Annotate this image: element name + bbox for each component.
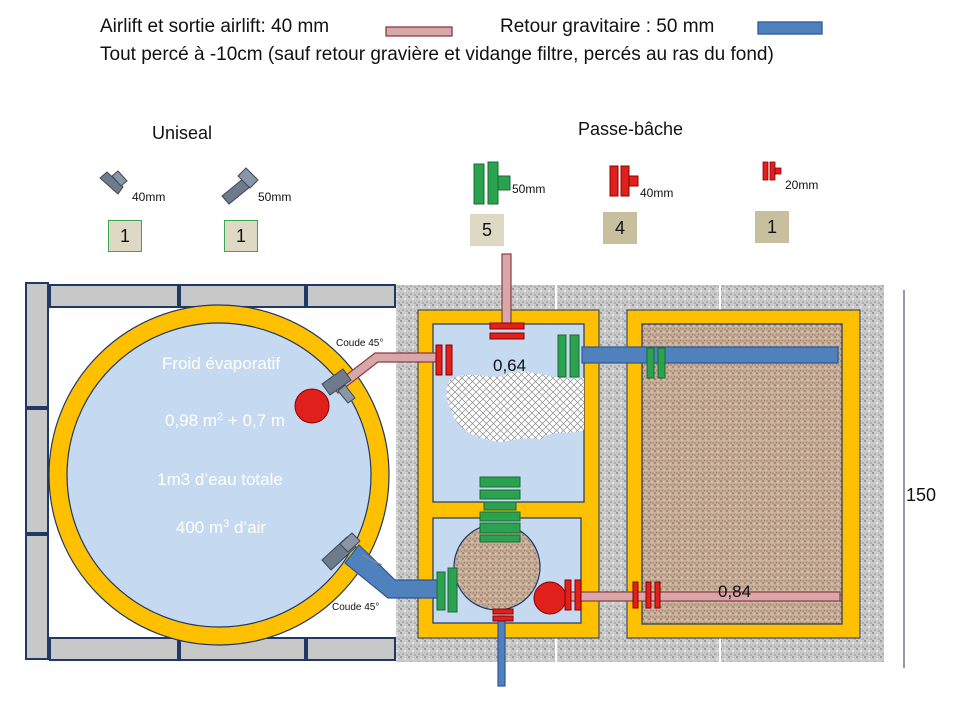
passe-bache-50-size: 50mm xyxy=(512,182,546,196)
legend-airlift-swatch xyxy=(385,26,453,37)
tank-line3: 1m3 d’eau totale xyxy=(157,470,283,489)
passe-bache-50-count: 5 xyxy=(470,214,504,246)
gravity-return-pipe-top xyxy=(581,346,839,364)
tank-line4: 400 m3 d’air xyxy=(176,518,267,537)
gravel-bed xyxy=(641,323,843,625)
filter-value-bottom: 0,84 xyxy=(718,582,751,601)
uniseal-50-size: 50mm xyxy=(258,190,292,204)
passe-bache-40-count: 4 xyxy=(603,212,637,244)
passe-bache-20-size: 20mm xyxy=(785,178,819,192)
tank-line2: 0,98 m2 + 0,7 m xyxy=(165,411,285,430)
uniseal-40-icon xyxy=(99,170,128,195)
coude-top-label: Coude 45° xyxy=(336,338,383,349)
uniseal-40-size: 40mm xyxy=(132,190,166,204)
uniseal-50-icon xyxy=(221,167,259,205)
dimension-label: 150 xyxy=(906,485,936,505)
passe-bache-50-icon xyxy=(473,161,511,205)
passe-bache-40-icon xyxy=(609,165,639,197)
legend-note: Tout percé à -10cm (sauf retour gravière… xyxy=(100,44,774,65)
passe-bache-20-count: 1 xyxy=(755,211,789,243)
uniseal-top-fitting xyxy=(321,368,356,404)
pump-tank-icon xyxy=(294,388,330,424)
green-bulkheads xyxy=(436,334,666,613)
coude-bottom-label: Coude 45° xyxy=(332,602,379,613)
legend-retour-label: Retour gravitaire : 50 mm xyxy=(500,16,715,37)
filter-value-top: 0,64 xyxy=(493,356,526,375)
legend-retour-swatch xyxy=(757,21,823,35)
pump-filter-icon xyxy=(533,581,567,615)
passe-bache-40-size: 40mm xyxy=(640,186,674,200)
uniseal-bottom-fitting xyxy=(321,532,361,571)
evaporative-tank xyxy=(66,322,372,628)
legend-airlift-label: Airlift et sortie airlift: 40 mm xyxy=(100,16,330,37)
passe-bache-title: Passe-bâche xyxy=(578,119,684,139)
uniseal-50-count: 1 xyxy=(224,220,258,252)
airlift-pipe-top xyxy=(501,253,512,327)
filter-foam xyxy=(446,371,584,442)
left-walls xyxy=(25,282,396,661)
airlift-pipe-bottom xyxy=(549,591,841,602)
drain-pipe xyxy=(497,615,506,687)
uniseal-title: Uniseal xyxy=(152,123,213,143)
red-bulkheads xyxy=(435,322,661,622)
passe-bache-20-icon xyxy=(762,161,782,181)
uniseal-40-count: 1 xyxy=(108,220,142,252)
tank-line1: Froid évaporatif xyxy=(162,354,280,373)
